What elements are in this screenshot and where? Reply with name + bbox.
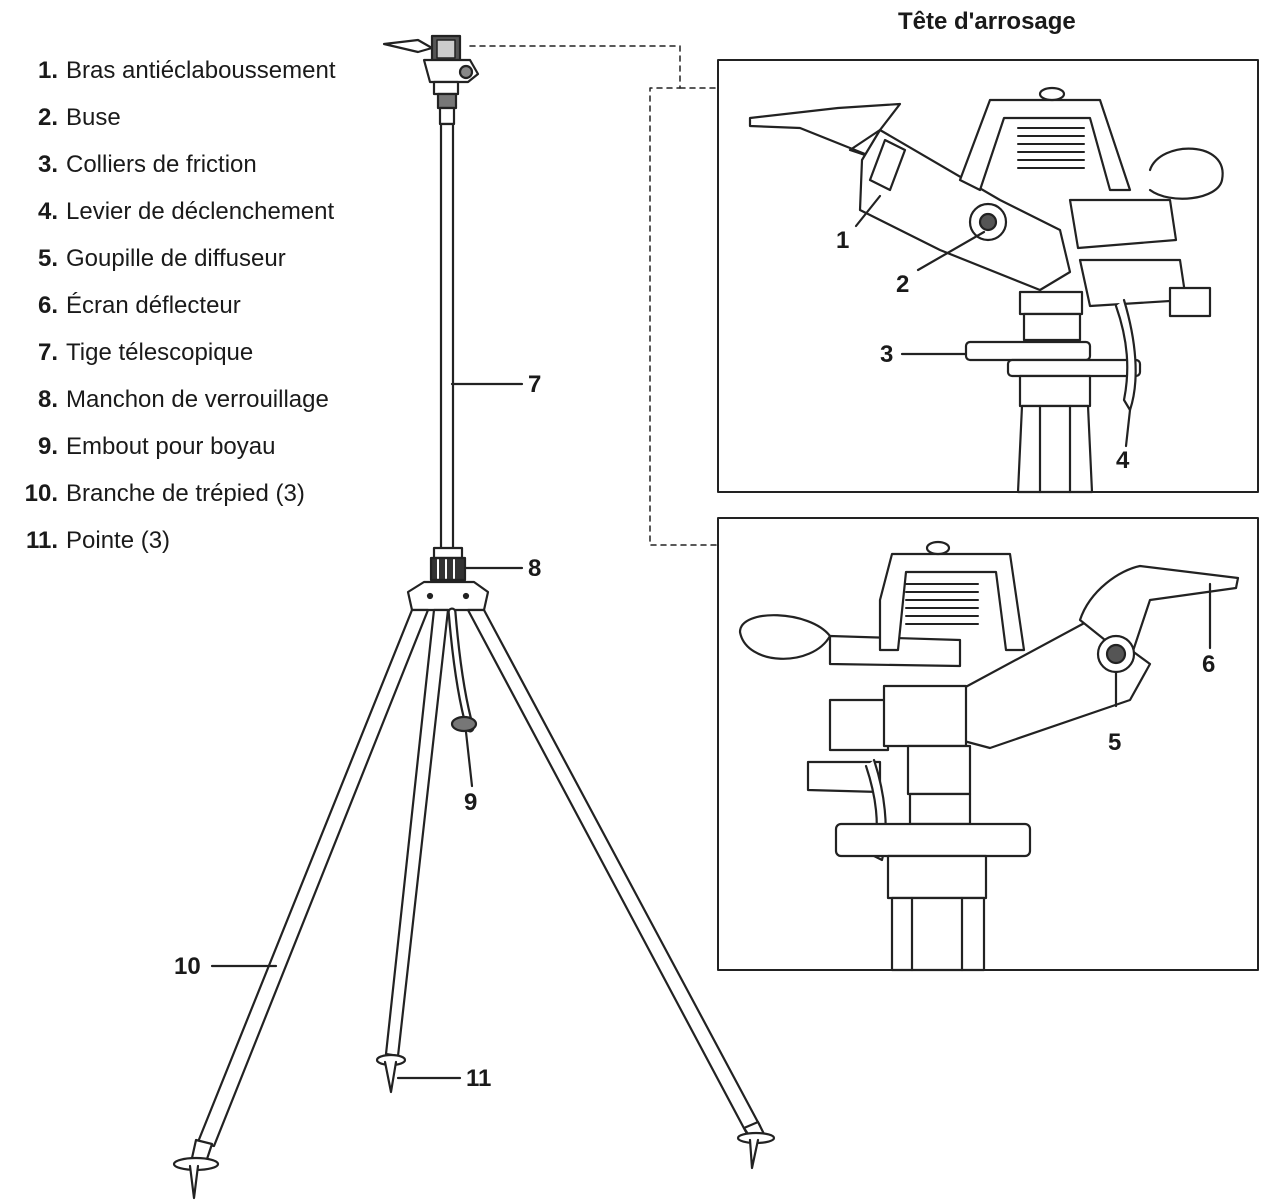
part-item-5: 5. Goupille de diffuseur <box>8 244 398 274</box>
leader-2 <box>916 230 986 272</box>
part-number: 10. <box>24 480 58 507</box>
hose-connector <box>447 607 478 733</box>
part-name: Embout pour boyau <box>66 433 276 460</box>
detail-top-spring <box>1017 127 1085 169</box>
part-item-11: 11. Pointe (3) <box>8 526 398 556</box>
part-name: Tige télescopique <box>66 339 254 366</box>
parts-legend: 1. Bras antiéclaboussement 2. Buse 3. Colli… <box>8 56 398 573</box>
part-item-1: 1. Bras antiéclaboussement <box>8 56 398 86</box>
tripod-hub <box>406 580 490 612</box>
callout-6: 6 <box>1202 651 1216 678</box>
tripod-leg-left <box>172 608 430 1200</box>
part-item-6: 6. Écran déflecteur <box>8 291 398 321</box>
part-name: Manchon de verrouillage <box>66 386 329 413</box>
detail-box-top <box>717 59 1259 494</box>
callout-7: 7 <box>528 371 542 398</box>
part-name: Goupille de diffuseur <box>66 245 286 272</box>
part-number: 7. <box>37 339 58 366</box>
part-name: Bras antiéclaboussement <box>66 57 336 84</box>
part-item-8: 8. Manchon de verrouillage <box>8 385 398 415</box>
detail-bottom-spring <box>905 583 979 625</box>
part-number: 4. <box>37 198 58 225</box>
connector-to-top-detail <box>469 45 717 546</box>
tripod <box>172 34 776 1200</box>
detail-top-sprinkler <box>748 86 1224 494</box>
callout-3: 3 <box>880 341 894 368</box>
part-item-10: 10. Branche de trépied (3) <box>8 479 398 509</box>
part-item-7: 7. Tige télescopique <box>8 338 398 368</box>
part-number: 3. <box>37 151 58 178</box>
detail-bottom-sprinkler <box>738 540 1240 972</box>
part-name: Buse <box>66 104 121 131</box>
callout-5: 5 <box>1108 729 1122 756</box>
tripod-leg-right <box>466 608 776 1170</box>
callout-2: 2 <box>896 271 910 298</box>
part-number: 9. <box>37 433 58 460</box>
part-number: 11. <box>25 527 58 554</box>
part-name: Branche de trépied (3) <box>66 480 305 507</box>
part-name: Levier de déclenchement <box>66 198 335 225</box>
callout-1: 1 <box>836 227 850 254</box>
tripod-leg-middle <box>375 608 450 1094</box>
part-number: 8. <box>37 386 58 413</box>
part-item-4: 4. Levier de déclenchement <box>8 197 398 227</box>
callout-4: 4 <box>1116 447 1130 474</box>
callout-10: 10 <box>174 953 201 980</box>
leader-1 <box>854 194 882 228</box>
leader-9 <box>464 730 474 788</box>
part-item-3: 3. Colliers de friction <box>8 150 398 180</box>
part-item-2: 2. Buse <box>8 103 398 133</box>
locking-sleeve <box>429 546 467 582</box>
leader-4 <box>1124 408 1132 448</box>
part-name: Écran déflecteur <box>66 292 241 319</box>
callout-9: 9 <box>464 789 478 816</box>
part-number: 6. <box>37 292 58 319</box>
part-number: 2. <box>37 104 58 131</box>
telescopic-stem <box>439 122 455 556</box>
part-name: Colliers de friction <box>66 151 257 178</box>
part-number: 1. <box>37 57 58 84</box>
tripod-sprinkler-head <box>382 34 480 126</box>
detail-box-bottom <box>717 517 1259 972</box>
part-item-9: 9. Embout pour boyau <box>8 432 398 462</box>
callout-8: 8 <box>528 555 542 582</box>
part-number: 5. <box>37 245 58 272</box>
callout-11: 11 <box>466 1065 492 1092</box>
detail-heading: Tête d'arrosage <box>898 8 1076 35</box>
part-name: Pointe (3) <box>66 527 171 554</box>
